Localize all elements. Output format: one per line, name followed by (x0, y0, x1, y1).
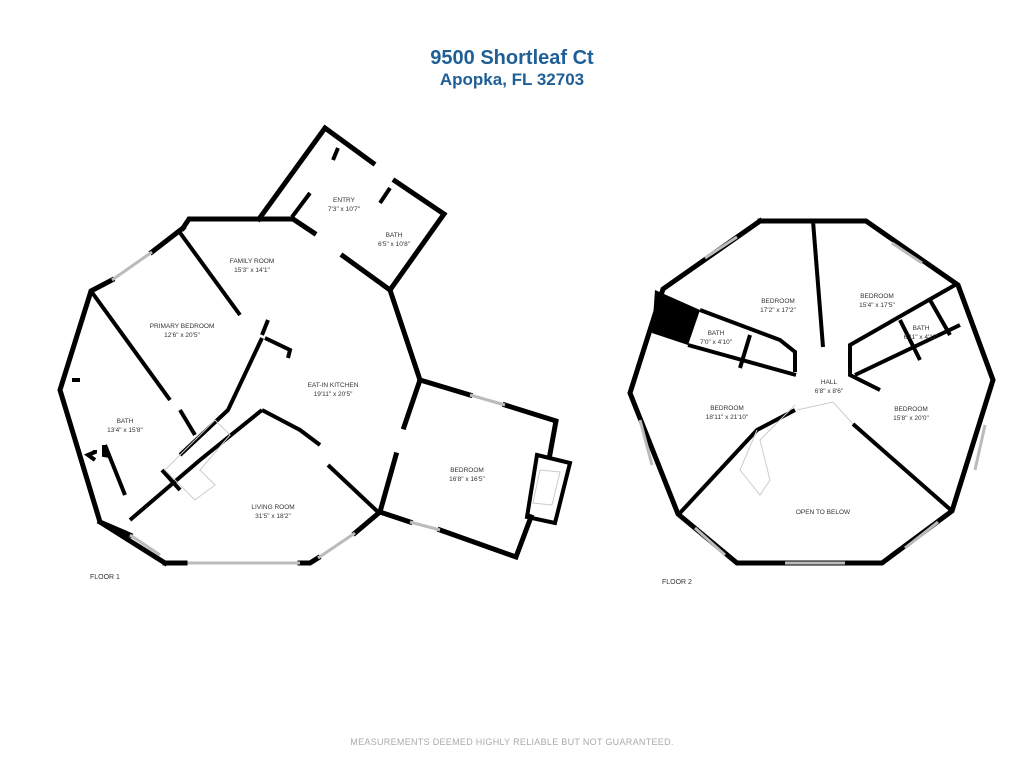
disclaimer: MEASUREMENTS DEEMED HIGHLY RELIABLE BUT … (350, 737, 674, 747)
chase-block (652, 290, 700, 345)
floor1-label: FLOOR 1 (90, 574, 120, 581)
floor2-walls (627, 217, 996, 566)
floor1-walls (57, 124, 573, 567)
room-open-to-below: OPEN TO BELOW (795, 509, 851, 516)
address-title: 9500 Shortleaf Ct (430, 47, 594, 69)
floor2-label: FLOOR 2 (662, 579, 692, 586)
address-city: Apopka, FL 32703 (439, 70, 585, 89)
